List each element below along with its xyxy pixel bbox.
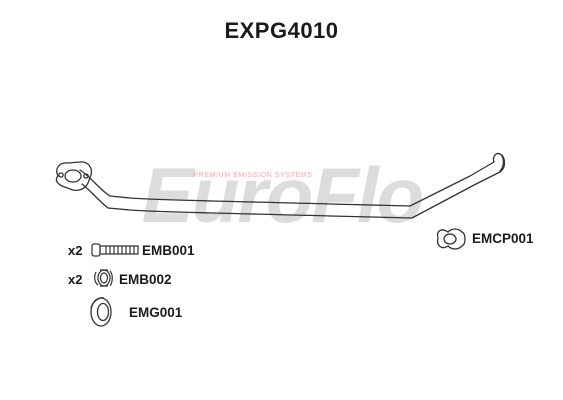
pipe-lower-edge <box>81 171 501 219</box>
clamp-part <box>436 228 466 250</box>
spring-part <box>94 269 113 287</box>
watermark-tagline: PREMIUM EMISSION SYSTEMS <box>193 172 312 179</box>
pipe-flange <box>55 161 93 191</box>
spring-part-code: EMB002 <box>119 272 172 287</box>
clamp-part-code: EMCP001 <box>472 231 534 246</box>
pipe-upper-edge <box>79 161 495 207</box>
page-title: EXPG4010 <box>224 18 339 43</box>
bolt-part <box>91 243 139 257</box>
bolt-quantity: x2 <box>68 243 83 258</box>
bolt-part-code: EMB001 <box>142 243 195 258</box>
gasket-part <box>90 297 112 327</box>
spring-quantity: x2 <box>68 272 83 287</box>
gasket-part-code: EMG001 <box>129 305 183 320</box>
watermark-logo: EuroFlo <box>142 151 423 239</box>
